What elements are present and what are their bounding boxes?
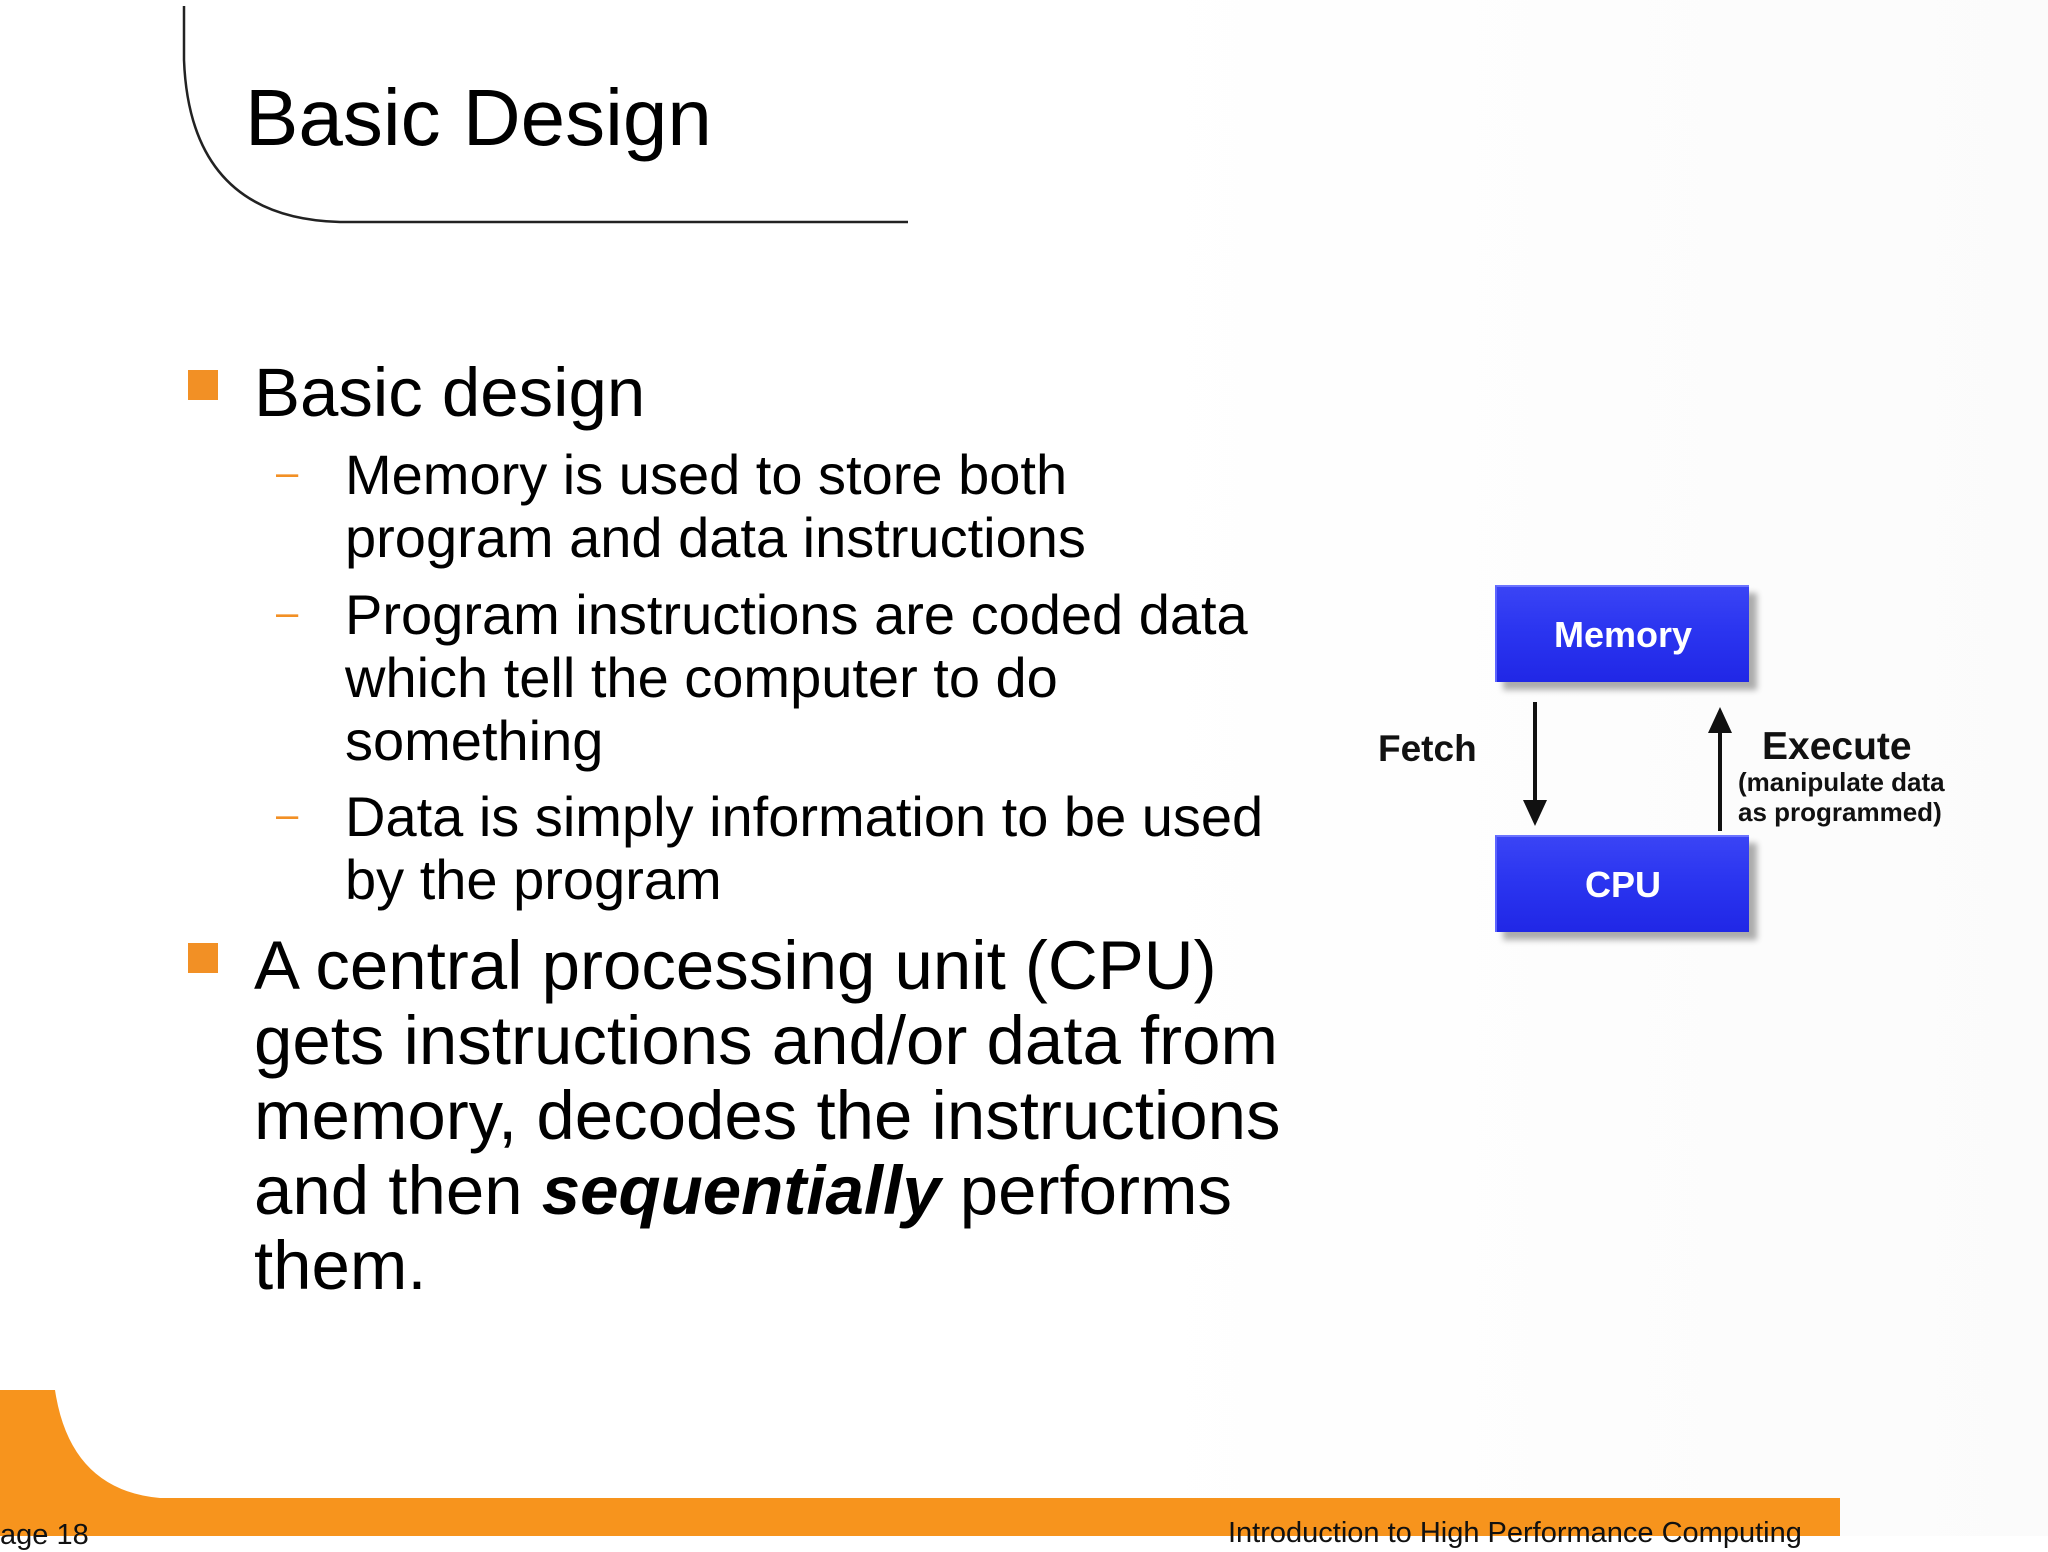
bullet-cpu-line-1: A central processing unit (CPU) [254, 927, 1217, 1004]
bullet-cpu-line-4-post: performs [940, 1152, 1232, 1229]
execute-note-line-2: as programmed) [1738, 797, 1942, 827]
sub-bullet-1-line-1: Memory is used to store both [345, 443, 1068, 506]
bullet-cpu-line-4-pre: and then [254, 1152, 542, 1229]
execute-arrow-icon [1708, 707, 1732, 831]
sub-bullet-2-line-1: Program instructions are coded data [345, 583, 1248, 646]
bullet-cpu-line-3: memory, decodes the instructions [254, 1077, 1281, 1154]
bullet-marker-2 [188, 943, 218, 973]
sub-bullet-dash-2: – [276, 591, 299, 635]
bullet-cpu-line-5: them. [254, 1227, 427, 1304]
sub-bullet-3-line-2: by the program [345, 848, 722, 911]
footer-band [0, 1390, 1840, 1536]
sub-bullet-1-line-2: program and data instructions [345, 506, 1086, 569]
bullet-cpu-line-2: gets instructions and/or data from [254, 1002, 1279, 1079]
fetch-arrow-icon [1523, 702, 1547, 826]
page-number: age 18 [0, 1519, 89, 1551]
bullet-marker-1 [188, 370, 218, 400]
bullet-cpu-line-4: and then sequentially performs [254, 1153, 1232, 1228]
cpu-box-label: CPU [1584, 863, 1661, 905]
sub-bullet-dash-1: – [276, 451, 299, 495]
memory-box-label: Memory [1553, 613, 1693, 655]
memory-box: Memory [1495, 585, 1749, 682]
sub-bullet-2-line-3: something [345, 709, 604, 772]
emphasis-sequentially: sequentially [541, 1152, 941, 1229]
fetch-label: Fetch [1378, 728, 1477, 769]
bullet-basic-design: Basic design [254, 354, 646, 431]
course-title: Introduction to High Performance Computi… [1228, 1517, 1802, 1549]
execute-note-line-1: (manipulate data [1738, 767, 1945, 797]
sub-bullet-2-line-2: which tell the computer to do [345, 646, 1058, 709]
slide-title: Basic Design [245, 73, 712, 162]
execute-label: Execute [1762, 725, 1912, 768]
sub-bullet-dash-3: – [276, 793, 299, 837]
sub-bullet-3-line-1: Data is simply information to be used [345, 785, 1264, 848]
cpu-box: CPU [1495, 835, 1749, 932]
